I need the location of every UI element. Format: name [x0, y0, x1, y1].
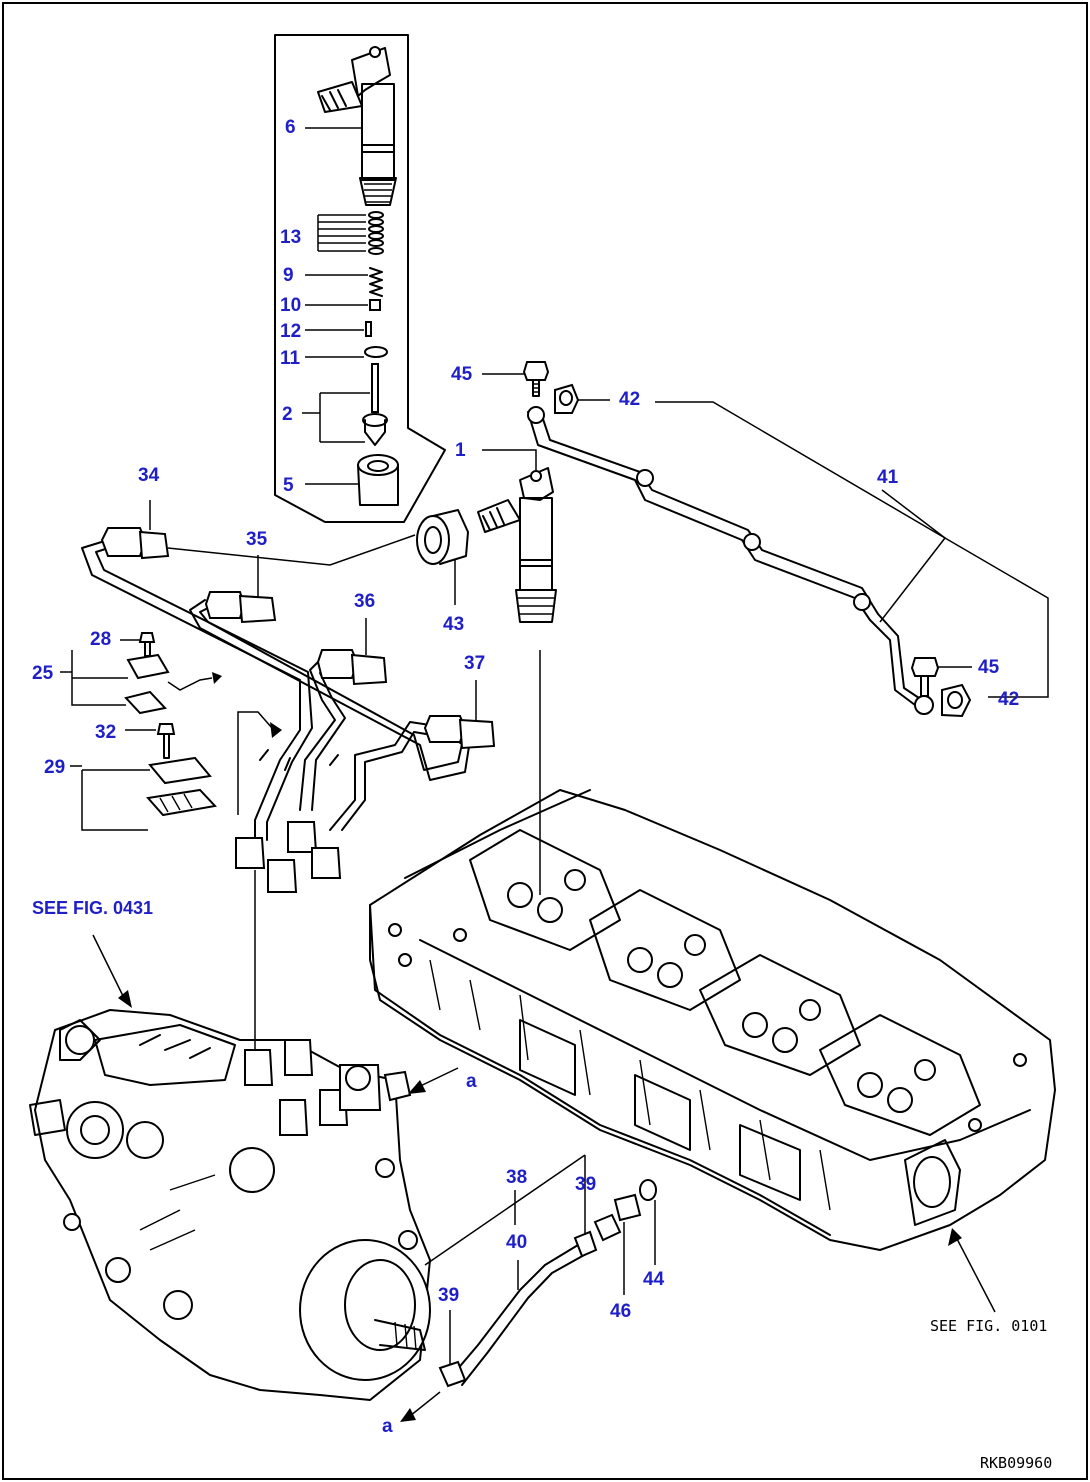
- leader-25-to-pipes: [167, 677, 213, 691]
- cylinder-head: [369, 789, 1056, 1251]
- callout-10: 10: [280, 295, 301, 316]
- arrow-a-bottom-head: [400, 1408, 416, 1422]
- injection-pipes: [81, 539, 471, 841]
- pipe-nuts-pump-end: [235, 821, 342, 893]
- pipe-nut-part-35: [204, 591, 277, 624]
- leader-29-to-pipes: [237, 711, 273, 815]
- callout-5: 5: [283, 475, 294, 496]
- callout-42-top: 42: [619, 389, 640, 410]
- callout-13: 13: [280, 227, 301, 248]
- callout-37: 37: [464, 653, 485, 674]
- spacer-part-11: [364, 346, 388, 358]
- callout-38: 38: [506, 1167, 527, 1188]
- clamp-part-29: [146, 756, 217, 817]
- leader-13: [317, 214, 366, 252]
- see-fig-head-leader: [954, 1234, 996, 1313]
- see-fig-pump-leader: [92, 934, 126, 1001]
- washer-part-42-top: [554, 383, 580, 414]
- callout-6: 6: [285, 117, 296, 138]
- leader-25: [60, 650, 128, 706]
- nozzle-part-2: [362, 363, 388, 446]
- leader-38-39: [424, 1154, 586, 1266]
- callout-43: 43: [443, 614, 464, 635]
- arrow-a-top-head: [408, 1080, 426, 1094]
- bolt-part-28: [138, 632, 156, 657]
- nozzle-nut-part-5: [357, 454, 399, 506]
- callout-45-right: 45: [978, 657, 1000, 678]
- leader-34-to-43: [167, 534, 416, 566]
- pipe-nut-part-37: [423, 715, 496, 750]
- callout-40: 40: [506, 1232, 527, 1253]
- hose-clip-part-39-lower: [438, 1360, 467, 1388]
- callout-34: 34: [138, 465, 160, 486]
- callout-46: 46: [610, 1301, 631, 1322]
- callout-39-lower: 39: [438, 1285, 459, 1306]
- leader-41-b: [879, 537, 946, 623]
- injector-assembly-part-1: [477, 467, 557, 623]
- callout-45-top: 45: [451, 364, 473, 385]
- pin-part-12: [365, 321, 372, 337]
- leak-off-pipe-part-41: [527, 406, 934, 715]
- callout-41: 41: [877, 467, 899, 488]
- drawing-code: RKB09960: [980, 1454, 1052, 1472]
- washer-part-42-right: [941, 683, 972, 718]
- callout-28: 28: [90, 629, 111, 650]
- bolt-part-45-right: [910, 657, 940, 697]
- nut-part-43: [416, 509, 469, 565]
- leader-1: [482, 449, 537, 470]
- callout-11: 11: [280, 348, 301, 369]
- callout-32: 32: [95, 722, 116, 743]
- injector-holder-part-6: [317, 46, 397, 206]
- arrow-clamp-29: [270, 722, 282, 738]
- leader-41-42: [655, 401, 1049, 698]
- callout-9: 9: [283, 265, 294, 286]
- see-fig-head-label: SEE FIG. 0101: [930, 1317, 1047, 1335]
- washer-part-44: [639, 1179, 657, 1201]
- arrow-clamp-25: [212, 672, 222, 684]
- callout-2: 2: [282, 404, 293, 425]
- pipe-nut-part-36: [316, 649, 388, 686]
- callout-44: 44: [643, 1269, 665, 1290]
- arrow-a-bottom-label: a: [382, 1416, 393, 1437]
- leader-41-c: [881, 489, 946, 539]
- callout-42-right: 42: [998, 689, 1019, 710]
- fuel-hose-part-40: [449, 1244, 587, 1386]
- see-fig-pump-arrow: [118, 990, 132, 1008]
- bolt-part-32: [156, 723, 176, 759]
- callout-39-upper: 39: [575, 1174, 596, 1195]
- seat-part-10: [369, 299, 381, 311]
- injector-detail-panel: [274, 34, 446, 523]
- bolt-part-45-top: [522, 361, 550, 397]
- callout-29: 29: [44, 757, 65, 778]
- clamp-part-25: [124, 653, 170, 715]
- callout-35: 35: [246, 529, 268, 550]
- pipe-nut-part-34: [100, 527, 170, 560]
- shim-stack-part-13: [368, 211, 384, 255]
- leader-2: [302, 392, 370, 443]
- connector-part-46: [593, 1193, 642, 1242]
- see-fig-pump-label: SEE FIG. 0431: [32, 898, 153, 918]
- leader-29: [70, 765, 150, 831]
- arrow-a-top-label: a: [466, 1071, 477, 1092]
- spring-part-9: [369, 267, 383, 297]
- callout-12: 12: [280, 321, 301, 342]
- callout-1: 1: [455, 440, 466, 461]
- hose-clip-part-39-upper: [573, 1230, 598, 1258]
- injection-pump: [29, 1009, 431, 1401]
- callout-25: 25: [32, 663, 54, 684]
- callout-36: 36: [354, 591, 375, 612]
- see-fig-head-arrow: [948, 1228, 962, 1246]
